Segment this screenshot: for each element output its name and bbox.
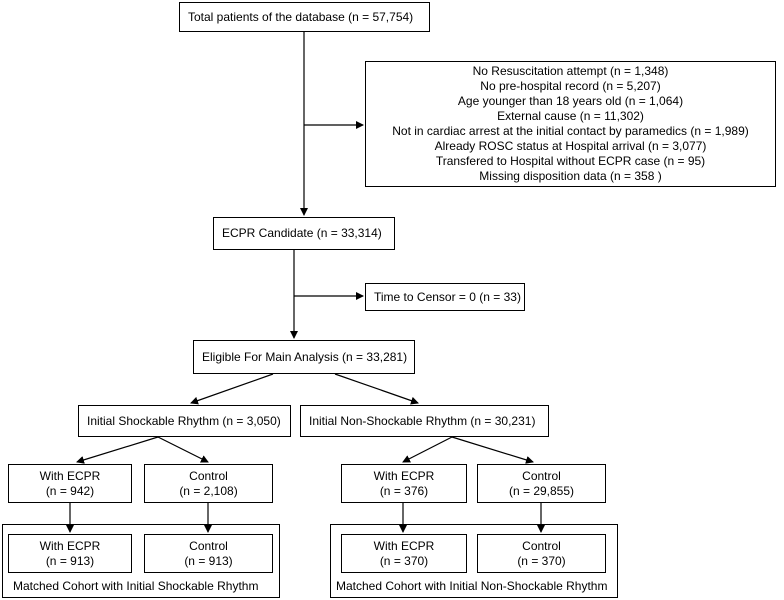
nonshockable-matched-control-count: (n = 370) xyxy=(517,553,566,568)
nonshockable-ecpr-box: With ECPR (n = 376) xyxy=(341,464,467,503)
censor-label: Time to Censor = 0 (n = 33) xyxy=(374,289,521,304)
shockable-matched-cohort-group xyxy=(2,524,280,598)
shockable-ecpr-box: With ECPR (n = 942) xyxy=(8,464,132,503)
shockable-box: Initial Shockable Rhythm (n = 3,050) xyxy=(78,405,291,437)
arrow-shockable-to-ecpr xyxy=(76,436,159,464)
ecpr-candidate-box: ECPR Candidate (n = 33,314) xyxy=(213,217,395,250)
exclusions-box: No Resuscitation attempt (n = 1,348) No … xyxy=(365,61,776,187)
nonshockable-control-count: (n = 29,855) xyxy=(508,483,575,498)
total-patients-box: Total patients of the database (n = 57,7… xyxy=(179,2,430,32)
shockable-cohort-label: Matched Cohort with Initial Shockable Rh… xyxy=(13,579,259,593)
arrow-shockable-to-control xyxy=(157,436,209,463)
exclusion-item: Not in cardiac arrest at the initial con… xyxy=(392,124,749,138)
nonshockable-cohort-label: Matched Cohort with Initial Non-Shockabl… xyxy=(336,579,608,593)
total-patients-label: Total patients of the database (n = 57,7… xyxy=(188,9,414,24)
nonshockable-control-box: Control (n = 29,855) xyxy=(477,464,606,503)
nonshockable-matched-ecpr-label: With ECPR xyxy=(373,538,435,553)
nonshockable-control-label: Control xyxy=(522,468,561,483)
shockable-control-box: Control (n = 2,108) xyxy=(144,464,273,503)
arrow-eligible-to-nonshockable xyxy=(334,373,419,405)
shockable-label: Initial Shockable Rhythm (n = 3,050) xyxy=(87,413,281,428)
nonshockable-matched-ecpr-count: (n = 370) xyxy=(379,553,429,568)
shockable-control-label: Control xyxy=(189,468,228,483)
arrow-nonshockable-to-control xyxy=(451,436,534,464)
shockable-matched-control-count: (n = 913) xyxy=(184,553,233,568)
eligible-box: Eligible For Main Analysis (n = 33,281) xyxy=(193,340,415,374)
shockable-matched-ecpr-box: With ECPR (n = 913) xyxy=(8,534,132,573)
shockable-matched-control-label: Control xyxy=(189,538,228,553)
nonshockable-matched-cohort-group xyxy=(330,524,618,598)
arrow-eligible-to-shockable xyxy=(190,373,274,405)
nonshockable-ecpr-label: With ECPR xyxy=(373,468,435,483)
censor-box: Time to Censor = 0 (n = 33) xyxy=(365,283,525,311)
arrow-nonshockable-to-ecpr xyxy=(402,436,453,463)
shockable-ecpr-count: (n = 942) xyxy=(45,483,95,498)
shockable-control-count: (n = 2,108) xyxy=(179,483,238,498)
nonshockable-box: Initial Non-Shockable Rhythm (n = 30,231… xyxy=(300,405,549,437)
exclusion-item: External cause (n = 11,302) xyxy=(497,109,644,123)
shockable-ecpr-label: With ECPR xyxy=(39,468,101,483)
eligible-label: Eligible For Main Analysis (n = 33,281) xyxy=(202,349,408,364)
shockable-matched-ecpr-count: (n = 913) xyxy=(45,553,95,568)
shockable-matched-control-box: Control (n = 913) xyxy=(144,534,273,573)
exclusion-item: Transfered to Hospital without ECPR case… xyxy=(435,154,706,168)
exclusion-item: Already ROSC status at Hospital arrival … xyxy=(434,139,707,153)
nonshockable-matched-control-box: Control (n = 370) xyxy=(477,534,606,573)
nonshockable-label: Initial Non-Shockable Rhythm (n = 30,231… xyxy=(309,413,536,428)
shockable-matched-ecpr-label: With ECPR xyxy=(39,538,101,553)
nonshockable-ecpr-count: (n = 376) xyxy=(379,483,429,498)
exclusion-item: Missing disposition data (n = 358 ) xyxy=(479,169,662,183)
nonshockable-matched-control-label: Control xyxy=(522,538,561,553)
nonshockable-matched-ecpr-box: With ECPR (n = 370) xyxy=(341,534,467,573)
exclusion-item: No pre-hospital record (n = 5,207) xyxy=(480,79,661,93)
ecpr-candidate-label: ECPR Candidate (n = 33,314) xyxy=(222,226,382,240)
exclusion-item: No Resuscitation attempt (n = 1,348) xyxy=(472,64,669,78)
exclusion-item: Age younger than 18 years old (n = 1,064… xyxy=(457,94,684,108)
